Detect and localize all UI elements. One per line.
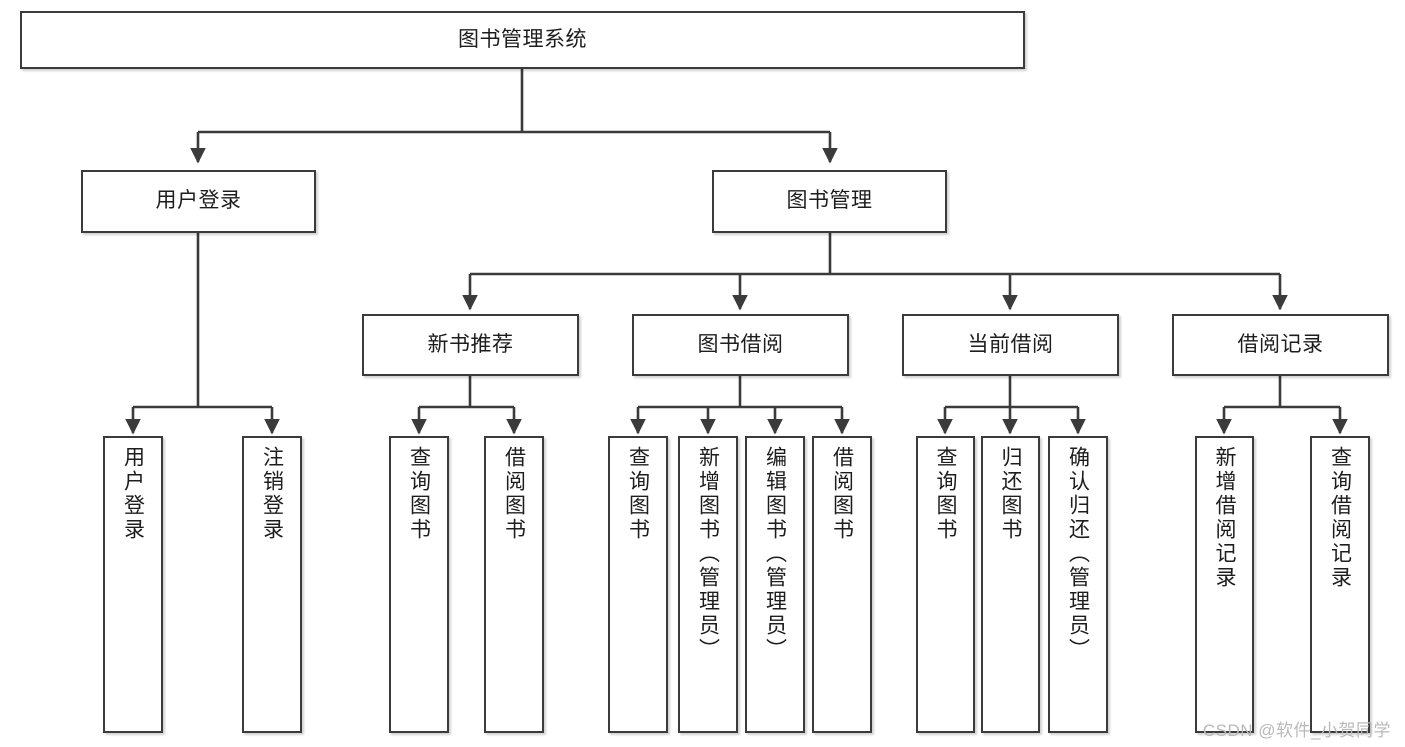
- node-label: 借阅图书: [830, 446, 854, 542]
- node-label: 用户登录: [155, 189, 242, 213]
- node-book-management[interactable]: 图书管理: [712, 170, 947, 233]
- node-user-login[interactable]: 用户登录: [81, 170, 316, 233]
- leaf-user-login-logout[interactable]: 注销登录: [242, 436, 302, 733]
- node-label: 查询图书: [407, 446, 431, 542]
- node-label: 当前借阅: [967, 332, 1054, 356]
- leaf-borrow-query-book[interactable]: 查询图书: [608, 436, 668, 733]
- node-label: 借阅图书: [502, 446, 526, 542]
- node-label: 图书借阅: [697, 332, 784, 356]
- node-label: 用户登录: [121, 446, 145, 542]
- node-label: 查询图书: [626, 446, 650, 542]
- leaf-recommend-query-book[interactable]: 查询图书: [389, 436, 449, 733]
- node-root-system[interactable]: 图书管理系统: [20, 11, 1025, 69]
- node-label: 确认归还（管理员）: [1066, 446, 1090, 662]
- node-label: 新增借阅记录: [1213, 446, 1236, 590]
- node-current-borrow[interactable]: 当前借阅: [902, 314, 1119, 376]
- node-label: 借阅记录: [1237, 332, 1324, 356]
- node-label: 新书推荐: [427, 332, 514, 356]
- node-label: 图书管理: [786, 189, 873, 213]
- leaf-record-add-borrow-record[interactable]: 新增借阅记录: [1195, 436, 1254, 733]
- node-label: 新增图书（管理员）: [696, 446, 720, 662]
- leaf-borrow-borrow-book[interactable]: 借阅图书: [812, 436, 872, 733]
- node-new-book-recommend[interactable]: 新书推荐: [362, 314, 579, 376]
- leaf-current-return-book[interactable]: 归还图书: [981, 436, 1040, 733]
- node-label: 注销登录: [260, 446, 284, 542]
- node-book-borrow[interactable]: 图书借阅: [632, 314, 849, 376]
- node-label: 图书管理系统: [458, 27, 587, 51]
- leaf-recommend-borrow-book[interactable]: 借阅图书: [484, 436, 544, 733]
- node-label: 编辑图书（管理员）: [763, 446, 787, 662]
- node-label: 查询图书: [934, 446, 957, 542]
- leaf-current-query-book[interactable]: 查询图书: [916, 436, 975, 733]
- node-label: 查询借阅记录: [1328, 446, 1352, 590]
- node-label: 归还图书: [999, 446, 1022, 542]
- leaf-user-login-login[interactable]: 用户登录: [103, 436, 163, 733]
- watermark-text: CSDN @软件_小贺同学: [1202, 721, 1391, 740]
- leaf-borrow-add-book-admin[interactable]: 新增图书（管理员）: [678, 436, 738, 733]
- leaf-current-confirm-return-admin[interactable]: 确认归还（管理员）: [1048, 436, 1108, 733]
- leaf-record-query-borrow-record[interactable]: 查询借阅记录: [1310, 436, 1370, 733]
- node-borrow-record[interactable]: 借阅记录: [1172, 314, 1389, 376]
- leaf-borrow-edit-book-admin[interactable]: 编辑图书（管理员）: [745, 436, 805, 733]
